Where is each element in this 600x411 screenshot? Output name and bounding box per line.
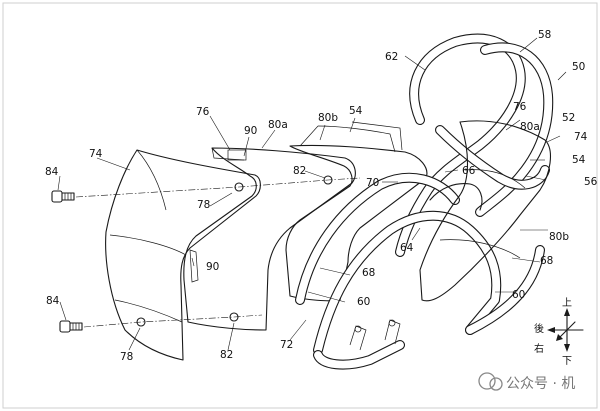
lower-frame-68 <box>295 172 545 370</box>
leader-lines <box>57 37 567 351</box>
label-90-lower: 90 <box>206 261 219 273</box>
direction-rear: 後 <box>534 322 544 335</box>
label-80a-right: 80a <box>520 121 540 133</box>
label-68-right: 68 <box>540 255 553 267</box>
label-68: 68 <box>362 267 375 279</box>
label-80a: 80a <box>268 119 288 131</box>
direction-up: 上 <box>562 297 572 309</box>
label-76-right: 76 <box>513 101 527 113</box>
bolt-84-upper <box>51 190 75 203</box>
reference-numerals: 76 90 80a 80b 54 74 84 82 78 90 68 60 72… <box>45 29 598 363</box>
label-50: 50 <box>572 61 585 73</box>
pipe-frame-58 <box>395 33 554 257</box>
plate-80b <box>285 121 428 302</box>
direction-right: 右 <box>534 342 544 355</box>
label-56: 56 <box>584 176 598 188</box>
label-60: 60 <box>357 296 370 308</box>
label-66: 66 <box>462 165 476 177</box>
label-84-lower: 84 <box>46 295 60 307</box>
label-80b-right: 80b <box>549 231 569 243</box>
label-62: 62 <box>385 51 398 63</box>
label-74-right: 74 <box>574 131 588 143</box>
cover-74 <box>105 149 261 361</box>
label-76: 76 <box>196 106 210 118</box>
right-cover <box>419 120 551 302</box>
label-84: 84 <box>45 166 59 178</box>
label-72: 72 <box>280 339 293 351</box>
label-58: 58 <box>538 29 551 41</box>
label-78: 78 <box>197 199 210 211</box>
label-82: 82 <box>293 165 306 177</box>
label-64: 64 <box>400 242 414 254</box>
label-70: 70 <box>366 177 379 189</box>
watermark-text: 公众号 · 机 <box>506 376 575 392</box>
label-80b: 80b <box>318 112 338 124</box>
axis-upper <box>75 177 361 198</box>
plate-80a <box>183 147 356 331</box>
label-60-right: 60 <box>512 289 525 301</box>
axis-lower <box>83 314 263 328</box>
watermark: 公众号 · 机 <box>478 372 575 392</box>
label-90: 90 <box>244 125 257 137</box>
label-74: 74 <box>89 148 103 160</box>
label-52: 52 <box>562 112 575 124</box>
label-54: 54 <box>349 105 363 117</box>
direction-indicator: 上 下 後 右 <box>534 297 584 367</box>
label-82-lower: 82 <box>220 349 233 361</box>
bolt-84-lower <box>59 320 83 333</box>
direction-down: 下 <box>562 356 572 367</box>
label-78-lower: 78 <box>120 351 133 363</box>
label-54-right: 54 <box>572 154 586 166</box>
